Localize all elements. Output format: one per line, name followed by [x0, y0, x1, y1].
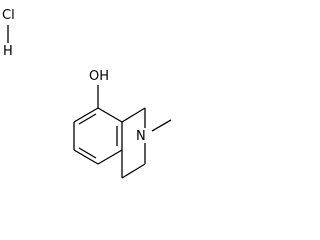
structure-canvas: Cl H OH N	[2, 8, 172, 179]
piperidine-ring	[121, 107, 146, 179]
bond-c8a-c1	[121, 107, 146, 123]
atom-label-chlorine: Cl	[2, 8, 15, 23]
bond-c5-c6	[73, 149, 99, 165]
benzene-ring	[73, 107, 123, 165]
atom-label-hydrogen: H	[3, 44, 13, 59]
bond-n-methyl	[151, 119, 172, 132]
atom-label-nitrogen: N	[136, 129, 146, 144]
bond-c4a-c5	[97, 149, 123, 165]
double-bond-c7-c8	[78, 113, 97, 125]
bond-c7-c8	[73, 107, 99, 123]
atom-label-hydroxyl: OH	[89, 69, 109, 84]
double-bond-c5-c6	[78, 147, 97, 159]
bond-c8-c8a	[97, 107, 123, 123]
bond-c3-c4	[121, 163, 146, 179]
